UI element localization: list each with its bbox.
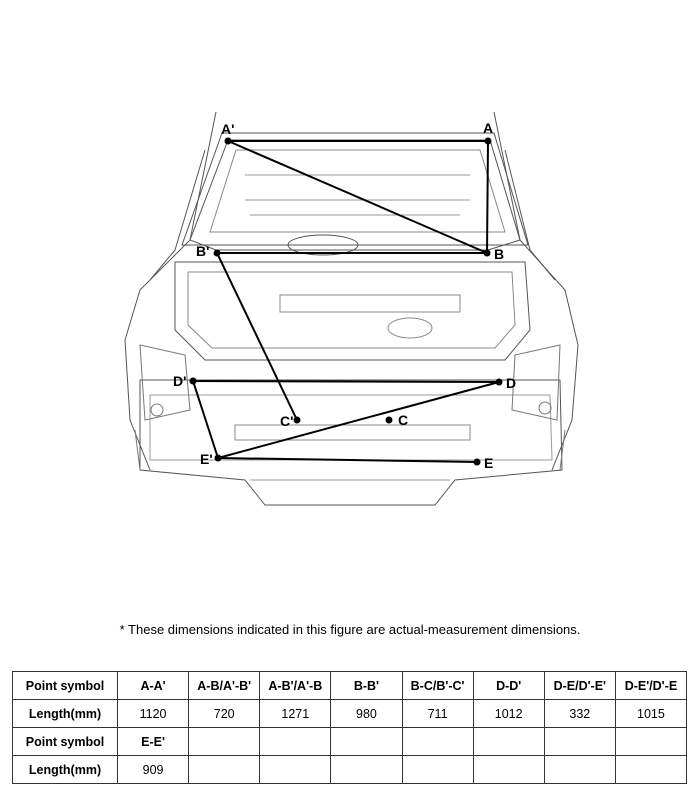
row-header-cell: Point symbol	[12, 671, 118, 700]
row-header-cell: Point symbol	[12, 727, 118, 756]
length-cell	[188, 755, 261, 784]
point-symbol-cell: A-B/A'-B'	[188, 671, 261, 700]
point-symbol-cell	[614, 727, 688, 756]
car-body-outline	[124, 111, 579, 506]
length-cell: 980	[330, 699, 403, 728]
point-symbol-cell	[259, 727, 332, 756]
row-header-cell: Length(mm)	[12, 755, 118, 784]
line-Bprime-Cprime	[216, 252, 298, 421]
line-Eprime-E	[217, 457, 478, 463]
point-symbol-cell: D-E/D'-E'	[543, 671, 616, 700]
line-Dprime-Eprime	[192, 380, 219, 459]
label-Dprime: D'	[173, 373, 186, 389]
row-header-cell: Length(mm)	[12, 699, 118, 728]
point-symbol-cell	[188, 727, 261, 756]
table-row: Length(mm)909	[12, 755, 688, 784]
length-cell	[259, 755, 332, 784]
measurement-lines	[192, 140, 500, 463]
length-cell	[543, 755, 616, 784]
point-symbol-cell: E-E'	[116, 727, 190, 756]
length-cell: 1015	[614, 699, 688, 728]
point-Eprime	[214, 454, 222, 462]
label-Cprime: C'	[280, 413, 293, 429]
point-symbol-cell: D-D'	[472, 671, 545, 700]
point-B	[483, 249, 491, 257]
length-cell: 711	[401, 699, 474, 728]
point-Dprime	[189, 377, 197, 385]
point-Cprime	[293, 416, 301, 424]
length-cell: 720	[188, 699, 261, 728]
point-symbol-cell: B-B'	[330, 671, 403, 700]
label-Bprime: B'	[196, 243, 209, 259]
length-cell: 1012	[472, 699, 545, 728]
point-C	[385, 416, 393, 424]
length-cell	[330, 755, 403, 784]
line-Eprime-D	[217, 381, 500, 459]
point-symbol-cell	[330, 727, 403, 756]
point-A	[484, 137, 492, 145]
point-symbol-cell: A-A'	[116, 671, 190, 700]
point-E	[473, 458, 481, 466]
measurement-points	[189, 137, 503, 466]
point-symbol-cell	[472, 727, 545, 756]
length-cell	[401, 755, 474, 784]
point-symbol-cell: D-E'/D'-E	[614, 671, 688, 700]
line-Aprime-B	[227, 140, 488, 254]
point-Aprime	[224, 137, 232, 145]
label-D: D	[506, 375, 516, 391]
length-cell: 909	[116, 755, 190, 784]
line-A-B	[486, 140, 489, 254]
length-cell	[614, 755, 688, 784]
point-D	[495, 378, 503, 386]
point-symbol-cell	[401, 727, 474, 756]
label-A: A	[483, 120, 493, 136]
length-cell: 1120	[116, 699, 190, 728]
point-Bprime	[213, 249, 221, 257]
point-symbol-cell: B-C/B'-C'	[401, 671, 474, 700]
length-cell	[472, 755, 545, 784]
label-B: B	[494, 246, 504, 262]
measurement-note: * These dimensions indicated in this fig…	[119, 622, 581, 637]
label-C: C	[398, 412, 408, 428]
point-symbol-cell: A-B'/A'-B	[259, 671, 332, 700]
length-cell: 1271	[259, 699, 332, 728]
line-Dprime-D	[192, 380, 500, 383]
point-symbol-cell	[543, 727, 616, 756]
length-cell: 332	[543, 699, 616, 728]
label-E: E	[484, 455, 493, 471]
label-Aprime: A'	[221, 121, 234, 137]
label-Eprime: E'	[200, 451, 213, 467]
body-dimension-diagram: A A' B B' C C' D D' E E'	[124, 111, 579, 506]
point-labels: A A' B B' C C' D D' E E'	[173, 120, 516, 471]
